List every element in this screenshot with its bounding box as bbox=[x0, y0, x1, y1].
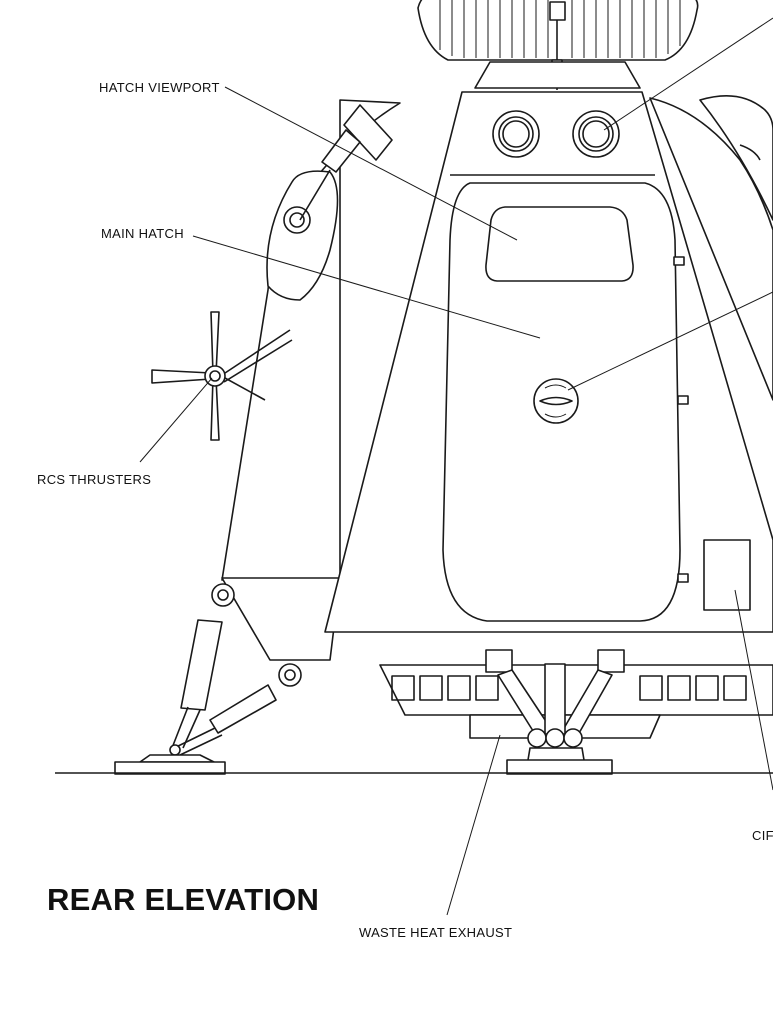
upper-left-strut bbox=[299, 104, 393, 221]
callout-hatch-viewport: HATCH VIEWPORT bbox=[99, 80, 220, 95]
center-landing-gear bbox=[485, 649, 625, 775]
main-hatch-door bbox=[442, 182, 751, 622]
callout-rcs-thrusters: RCS THRUSTERS bbox=[37, 472, 152, 487]
antenna-dish bbox=[417, 0, 699, 90]
landing-leg-left bbox=[114, 583, 302, 775]
rcs-thruster-cluster bbox=[151, 311, 293, 441]
drawing-title: REAR ELEVATION bbox=[47, 882, 320, 917]
callout-waste-heat-exhaust: WASTE HEAT EXHAUST bbox=[359, 925, 513, 940]
base-skirt bbox=[379, 664, 773, 739]
callout-main-hatch: MAIN HATCH bbox=[101, 226, 184, 241]
leader-lines bbox=[139, 17, 773, 916]
callout-cut-off-right: CIF bbox=[752, 828, 773, 843]
capsule-body bbox=[221, 61, 773, 661]
